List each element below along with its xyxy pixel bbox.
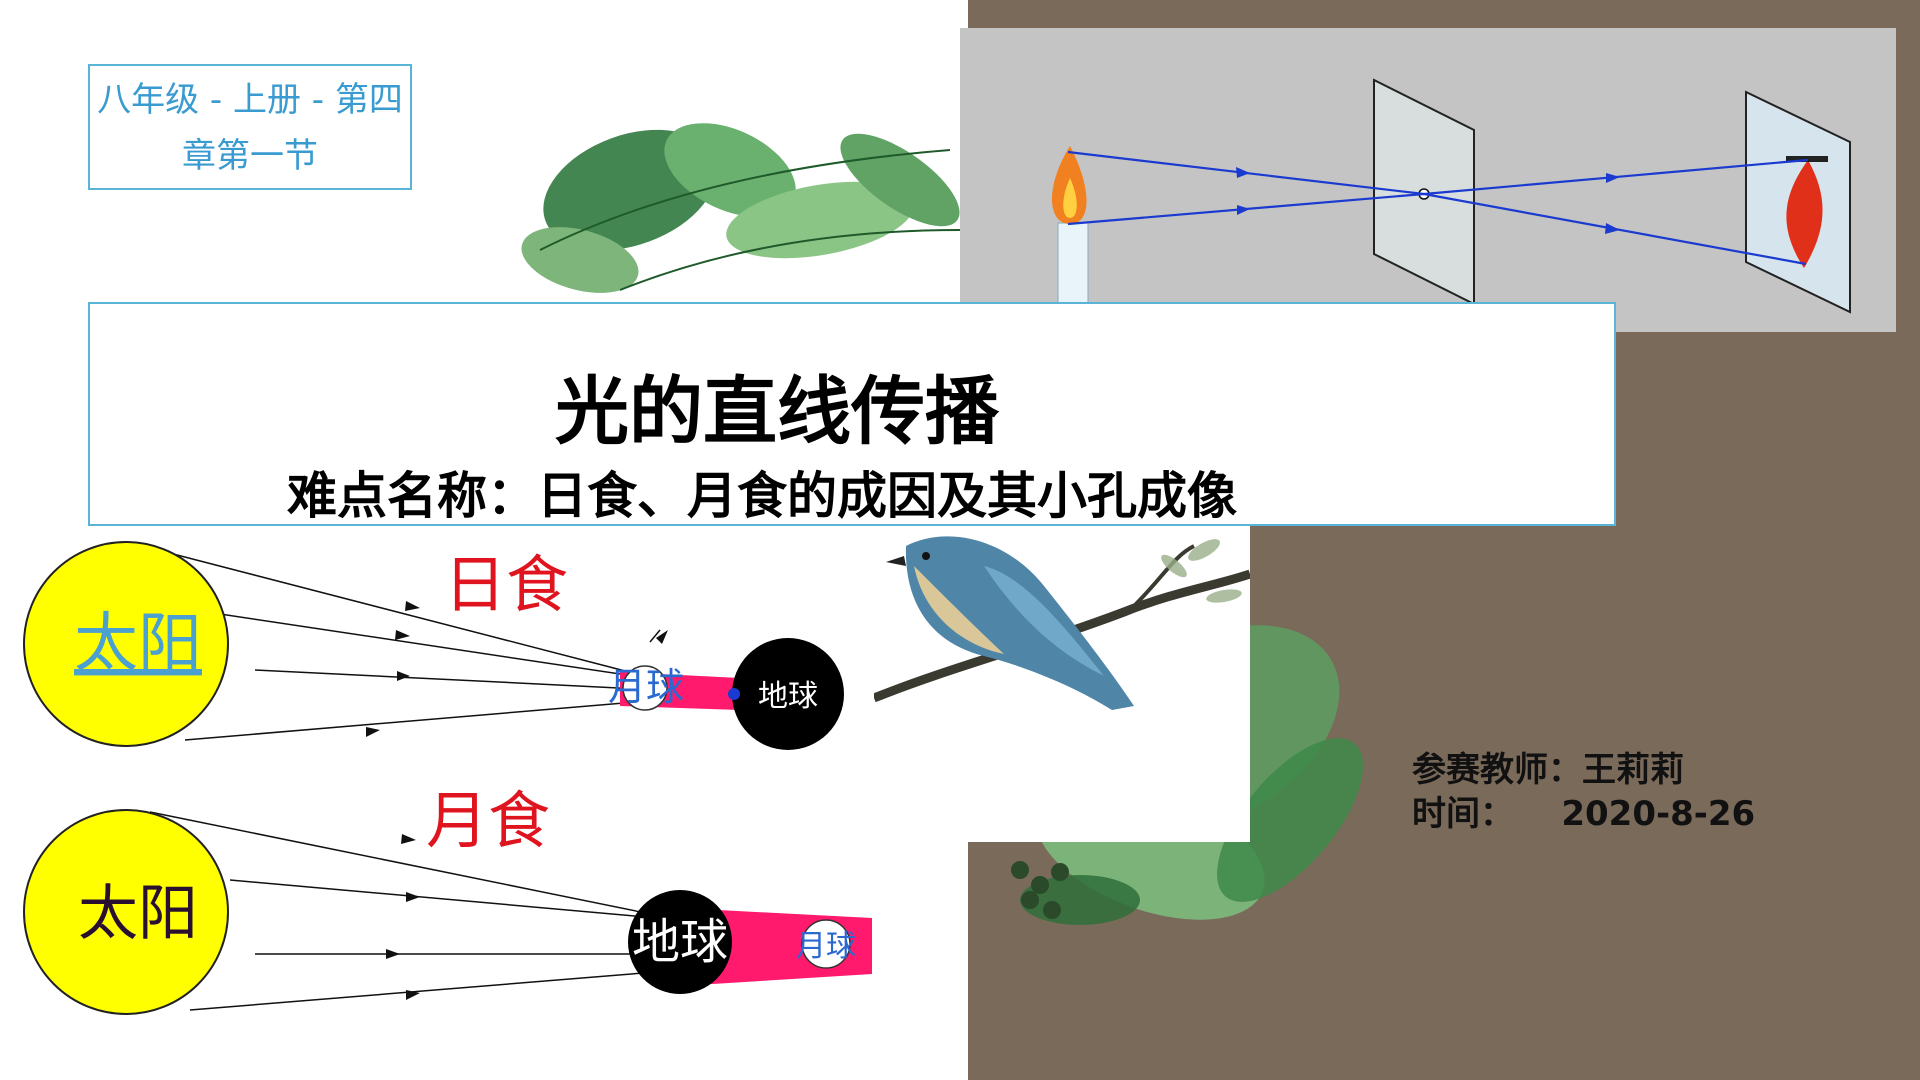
leaves-decoration-top [521, 123, 961, 293]
page-subtitle: 难点名称：日食、月食的成因及其小孔成像 [287, 467, 1237, 525]
teacher-info: 参赛教师：王莉莉 时间： 2020-8-26 [1412, 748, 1755, 836]
candle-icon [1057, 222, 1089, 310]
solar-eclipse-diagram: 太阳 月球 地球 日食 [23, 541, 844, 750]
sun-solar [23, 541, 229, 747]
moon-solar [622, 665, 668, 711]
earth-lunar [628, 890, 732, 994]
time-label: 时间： [1412, 794, 1514, 834]
date-value: 2020-8-26 [1561, 794, 1756, 834]
solar-eclipse-caption: 日食 [444, 548, 568, 621]
sun-solar-label: 太阳 [74, 607, 202, 681]
bird-illustration [872, 536, 1252, 710]
sun-lunar-label: 太阳 [78, 879, 198, 949]
moon-solar-label: 月球 [608, 665, 684, 709]
earth-lunar-label: 地球 [632, 914, 728, 970]
grade-label-box: 八年级 - 上册 - 第四章第一节 [88, 64, 412, 190]
teacher-name: 参赛教师：王莉莉 [1412, 750, 1684, 790]
page-title: 光的直线传播 [555, 369, 999, 455]
title-box: 光的直线传播 难点名称：日食、月食的成因及其小孔成像 [88, 302, 1616, 526]
moon-lunar [801, 919, 851, 969]
sun-lunar [23, 809, 229, 1015]
lunar-eclipse-diagram: 太阳 地球 月球 月食 [23, 784, 872, 1015]
lunar-eclipse-caption: 月食 [426, 784, 550, 857]
inverted-flame-icon [1786, 160, 1823, 268]
eclipse-diagram: 太阳 月球 地球 日食 太阳 地球 月球 月食 [23, 541, 872, 1015]
earth-solar [732, 638, 844, 750]
grade-label: 八年级 - 上册 - 第四章第一节 [97, 80, 403, 176]
earth-solar-label: 地球 [758, 679, 818, 714]
date-row: 时间： 2020-8-26 [1412, 792, 1755, 836]
pinhole-imaging-diagram [960, 28, 1896, 332]
bird-illustration-panel [872, 526, 1252, 842]
moon-lunar-label: 月球 [796, 929, 856, 964]
